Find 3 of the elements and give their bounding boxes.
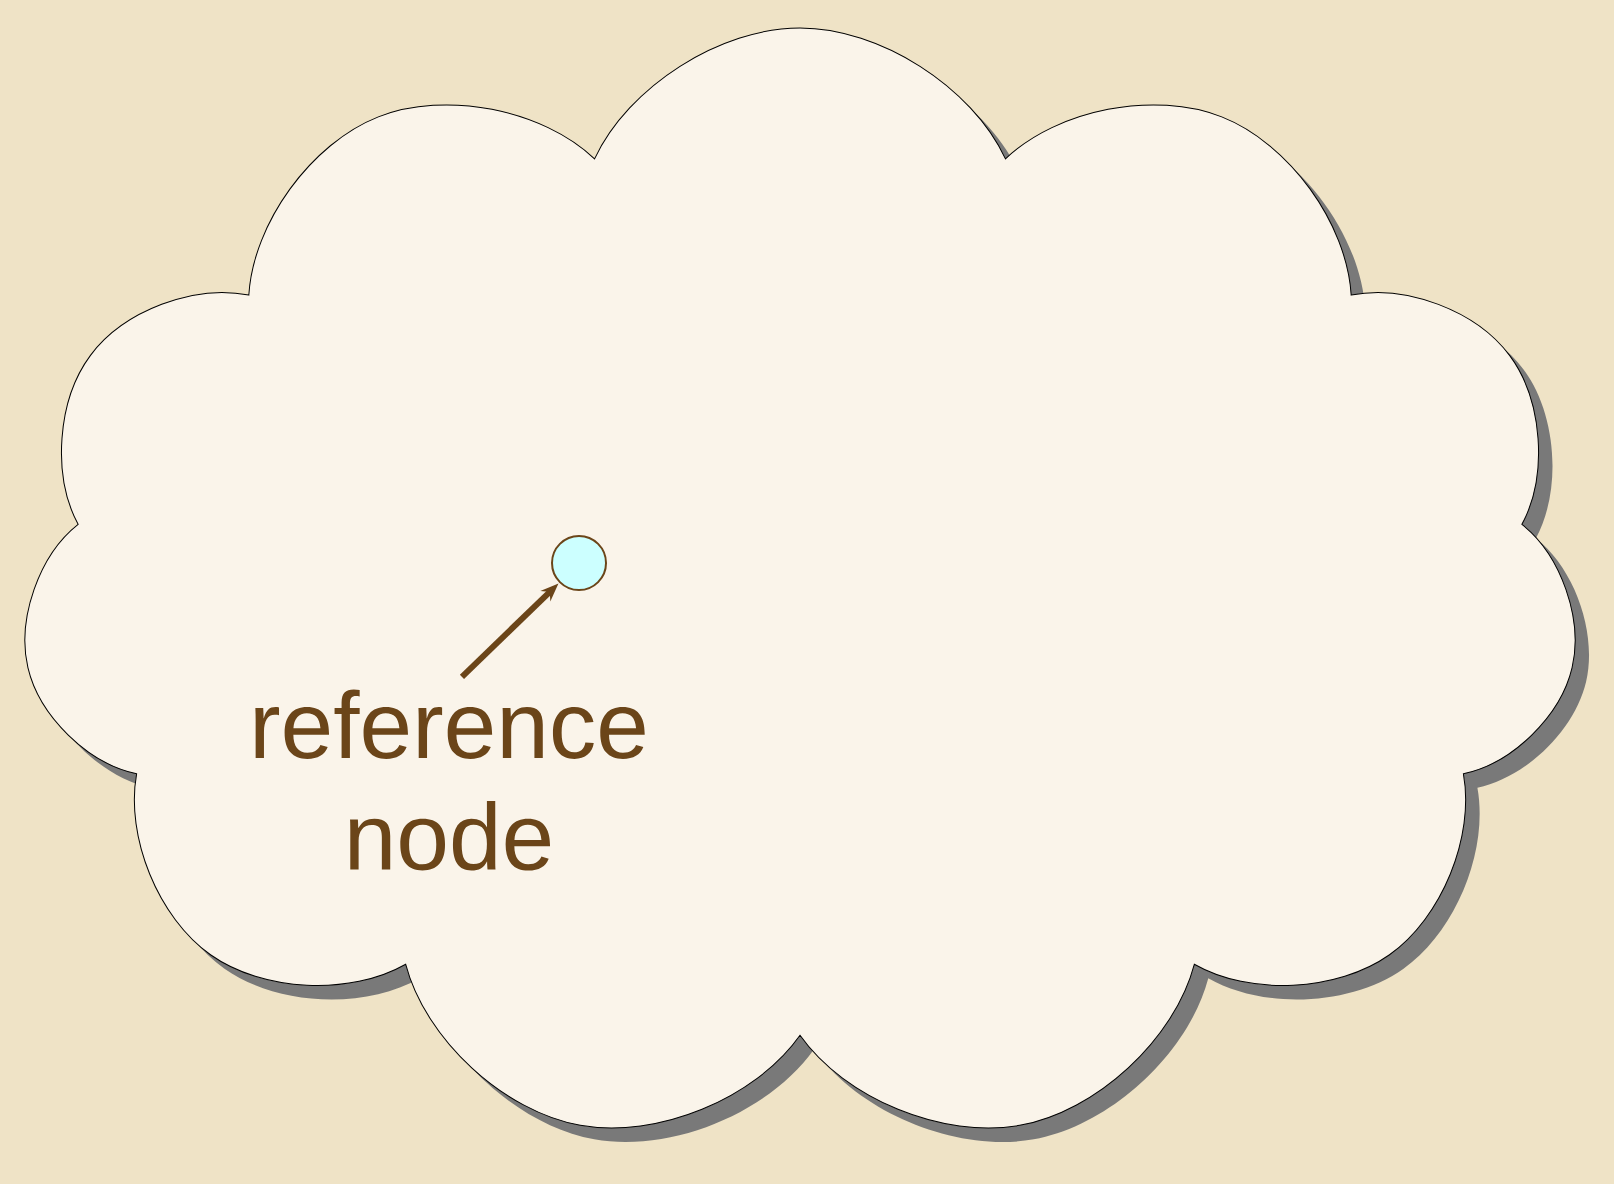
node-circle <box>551 535 607 591</box>
annotation-text: reference node <box>255 689 645 871</box>
cloud-shape <box>24 27 1590 1142</box>
